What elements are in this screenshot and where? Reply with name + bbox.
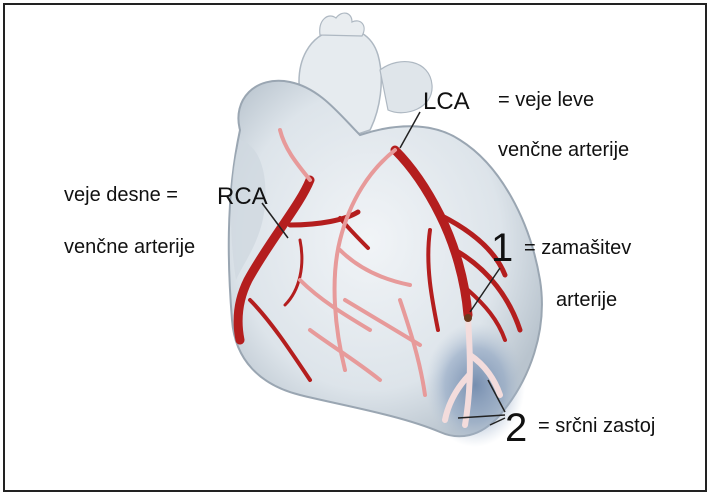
marker-1: 1 (491, 228, 513, 268)
marker-2-desc: = srčni zastoj (538, 415, 655, 438)
aorta-branches (320, 13, 364, 36)
rca-label: RCA (217, 183, 268, 211)
marker-2: 2 (505, 408, 527, 448)
rca-desc-line2: venčne arterije (64, 236, 195, 259)
lca-label: LCA (423, 88, 470, 116)
rca-prefix: veje desne = (64, 184, 178, 207)
marker-1-desc-line2: arterije (556, 289, 617, 312)
occlusion-point (464, 314, 472, 322)
lca-desc-line1: = veje leve (498, 89, 594, 112)
lca-desc-line2: venčne arterije (498, 139, 629, 162)
marker-1-desc-line1: = zamašitev (524, 237, 631, 260)
